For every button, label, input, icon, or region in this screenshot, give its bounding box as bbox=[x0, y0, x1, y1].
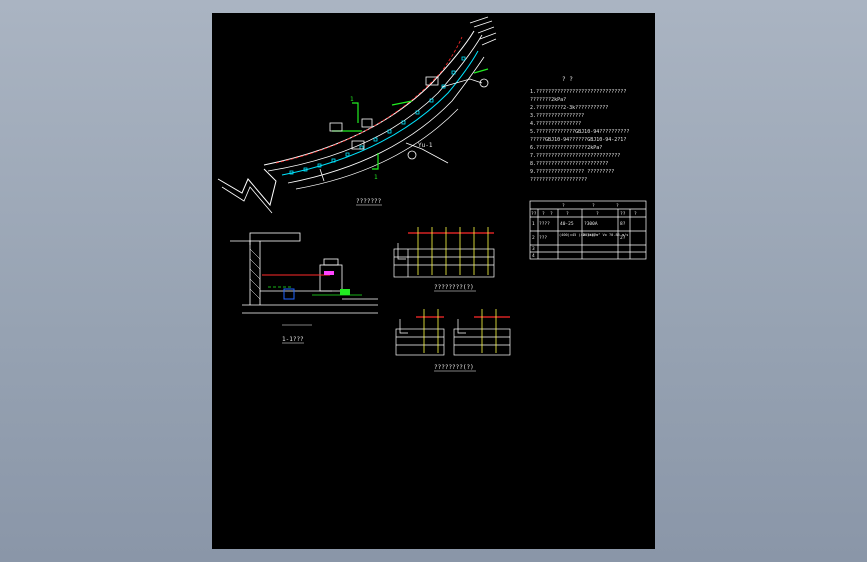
table-head-top: ? bbox=[562, 203, 565, 209]
table-cell: 2? bbox=[620, 235, 626, 241]
table-header: ? bbox=[634, 211, 637, 217]
drawing-sheet: 1 1 Yu-1 ??????? ? ? 1.?????????????????… bbox=[212, 13, 655, 549]
notes-line: 4.??????????????? bbox=[530, 121, 581, 127]
material-table: ? ? ? ?? ? ? ? ? ?? ? 1 ???? 40-25 ?300A… bbox=[529, 200, 647, 260]
design-notes: ? ? 1.?????????????????????????????? ???… bbox=[530, 76, 629, 183]
notes-line: 1.?????????????????????????????? bbox=[530, 89, 626, 95]
notes-line: 2.?????????2-3k??????????? bbox=[530, 105, 608, 111]
pipe-label: Yu-1 bbox=[418, 142, 433, 149]
notes-line: ???????2kPa? bbox=[530, 97, 566, 103]
table-header: ?? bbox=[620, 211, 626, 217]
section-title: 1-1??? bbox=[282, 336, 304, 343]
cad-drawing: 1 1 Yu-1 ??????? ? ? 1.?????????????????… bbox=[217, 16, 647, 372]
elevation1-title: ????????(?) bbox=[434, 284, 474, 291]
table-header: ? bbox=[566, 211, 569, 217]
notes-line: 7.???????????????????????????? bbox=[530, 153, 620, 159]
notes-line: 8.???????????????????????? bbox=[530, 161, 608, 167]
elevation2-title: ????????(?) bbox=[434, 364, 474, 371]
plan-view: 1 1 Yu-1 ??????? bbox=[217, 16, 497, 214]
section-mark-2: 1 bbox=[374, 174, 378, 181]
table-cell: (400)×45 (400)×75 bbox=[559, 233, 596, 237]
notes-line: ?????GBJ10-94??????GBJ10-94-2?1? bbox=[530, 137, 626, 143]
table-cell: ?300A bbox=[584, 221, 598, 227]
table-cell: ???? bbox=[539, 221, 550, 227]
table-cell: ??? bbox=[539, 235, 547, 241]
plan-title: ??????? bbox=[356, 198, 382, 205]
table-header: ?? bbox=[531, 211, 537, 217]
notes-line: 9.???????????????? ????????? bbox=[530, 169, 614, 175]
table-head-top: ? bbox=[592, 203, 595, 209]
elevation-view-1: ????????(?) bbox=[393, 227, 495, 292]
table-cell: 40-25 bbox=[560, 221, 574, 227]
table-cell: 1 bbox=[532, 221, 535, 227]
notes-line: 6.?????????????????2kPa? bbox=[530, 145, 602, 151]
table-cell: 8? bbox=[620, 221, 626, 227]
table-cell: 3 bbox=[532, 246, 535, 252]
section-mark-1: 1 bbox=[350, 96, 354, 103]
table-header: ? bbox=[596, 211, 599, 217]
notes-line: 5.?????????????GBJ10-94?????????? bbox=[530, 129, 629, 135]
table-cell: 4 bbox=[532, 253, 535, 259]
elevation-view-2: ????????(?) bbox=[395, 309, 511, 372]
table-cell: 2 bbox=[532, 235, 535, 241]
table-head-top: ? bbox=[616, 203, 619, 209]
notes-line: ??????????????????? bbox=[530, 177, 587, 183]
section-view: 1-1??? bbox=[230, 232, 378, 344]
notes-line: 3.???????????????? bbox=[530, 113, 584, 119]
table-header: ? bbox=[550, 211, 553, 217]
table-header: ? bbox=[542, 211, 545, 217]
notes-header: ? ? bbox=[562, 76, 573, 83]
table-cell: 2.5kg/m² Vo ?0.85 m/s bbox=[583, 233, 628, 237]
